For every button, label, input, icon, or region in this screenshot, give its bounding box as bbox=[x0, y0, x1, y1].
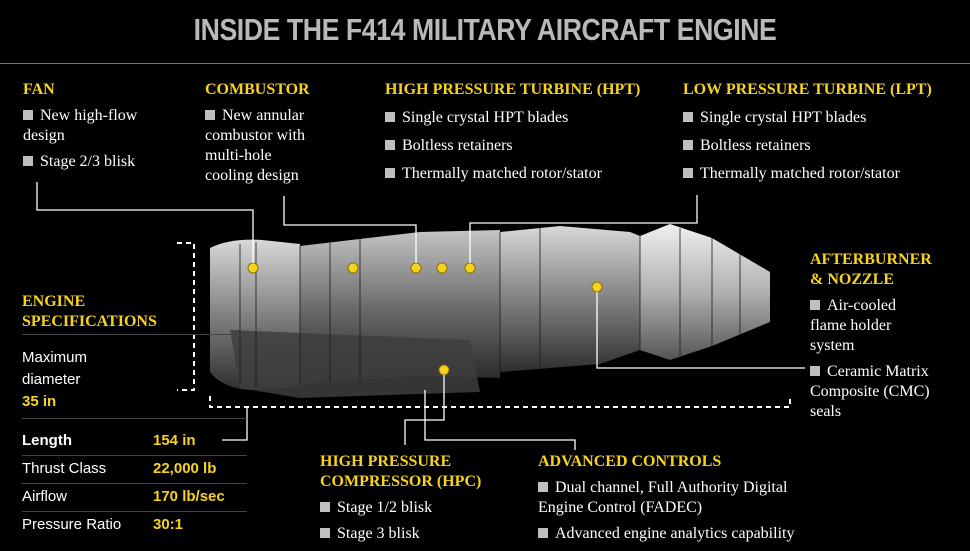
bullet-square bbox=[810, 300, 820, 310]
lpt-leader-line bbox=[469, 195, 698, 263]
bullet-square bbox=[23, 156, 33, 166]
hpt-item: Single crystal HPT blades bbox=[385, 108, 568, 128]
hpc-hotspot-dot bbox=[438, 364, 450, 376]
length-dimension-marker bbox=[209, 396, 791, 408]
afterburner-item: Air-cooled bbox=[810, 296, 896, 316]
bullet-square bbox=[320, 502, 330, 512]
bullet-square bbox=[320, 528, 330, 538]
length-leader-line bbox=[222, 407, 248, 441]
hpt-item: Boltless retainers bbox=[385, 136, 513, 156]
afterburner-heading: AFTERBURNER bbox=[810, 251, 932, 268]
fan-item: Stage 2/3 blisk bbox=[23, 152, 135, 172]
combustor-item-cont: cooling design bbox=[205, 167, 299, 184]
specs-divider bbox=[22, 334, 247, 335]
max-diameter-value: 35 in bbox=[22, 393, 57, 410]
combustor-hotspot-dot bbox=[347, 262, 359, 274]
length-label: Length bbox=[22, 432, 72, 449]
afterburner-item-cont: system bbox=[810, 337, 855, 354]
combustor-leader-line bbox=[283, 196, 417, 263]
afterburner-item: Ceramic Matrix bbox=[810, 362, 929, 382]
pressure-ratio-value: 30:1 bbox=[153, 516, 184, 533]
combustor-item: New annular bbox=[205, 106, 304, 126]
hpt-hotspot-dot-1 bbox=[410, 262, 422, 274]
specs-divider bbox=[22, 483, 247, 484]
combustor-item-cont: multi-hole bbox=[205, 147, 272, 164]
fan-item-cont: design bbox=[23, 127, 65, 144]
bullet-square bbox=[683, 112, 693, 122]
hpc-heading-cont: COMPRESSOR (HPC) bbox=[320, 473, 482, 490]
controls-item: Advanced engine analytics capability bbox=[538, 524, 794, 544]
hpc-item: Stage 1/2 blisk bbox=[320, 498, 432, 518]
lpt-hotspot-dot bbox=[464, 262, 476, 274]
bullet-square bbox=[385, 112, 395, 122]
specs-heading: ENGINE bbox=[22, 293, 86, 310]
thrust-class-value: 22,000 lb bbox=[153, 460, 217, 477]
max-diameter-label: Maximum bbox=[22, 349, 88, 366]
lpt-heading: LOW PRESSURE TURBINE (LPT) bbox=[683, 81, 932, 98]
bullet-square bbox=[538, 482, 548, 492]
accessory-gearbox-shape bbox=[230, 330, 480, 398]
fan-item: New high-flow bbox=[23, 106, 137, 126]
bullet-square bbox=[538, 528, 548, 538]
hpt-hotspot-dot-2 bbox=[436, 262, 448, 274]
hpt-item: Thermally matched rotor/stator bbox=[385, 164, 602, 184]
lpt-item: Boltless retainers bbox=[683, 136, 811, 156]
hpc-item: Stage 3 blisk bbox=[320, 524, 420, 544]
hpt-heading: HIGH PRESSURE TURBINE (HPT) bbox=[385, 81, 641, 98]
afterburner-item-cont: flame holder bbox=[810, 317, 892, 334]
afterburner-heading-cont: & NOZZLE bbox=[810, 271, 895, 288]
controls-item-cont: Engine Control (FADEC) bbox=[538, 499, 703, 516]
specs-divider bbox=[22, 418, 247, 419]
specs-heading-cont: SPECIFICATIONS bbox=[22, 313, 157, 330]
controls-leader-line bbox=[424, 390, 576, 450]
thrust-class-label: Thrust Class bbox=[22, 460, 107, 477]
bullet-square bbox=[683, 168, 693, 178]
fan-heading: FAN bbox=[23, 81, 55, 98]
length-value: 154 in bbox=[153, 432, 196, 449]
lpt-item: Thermally matched rotor/stator bbox=[683, 164, 900, 184]
bullet-square bbox=[205, 110, 215, 120]
diameter-dimension-marker bbox=[177, 242, 195, 391]
bullet-square bbox=[385, 168, 395, 178]
afterburner-item-cont: Composite (CMC) bbox=[810, 383, 930, 400]
controls-heading: ADVANCED CONTROLS bbox=[538, 453, 722, 470]
combustor-heading: COMBUSTOR bbox=[205, 81, 310, 98]
bullet-square bbox=[683, 140, 693, 150]
bullet-square bbox=[810, 366, 820, 376]
specs-divider bbox=[22, 455, 247, 456]
combustor-item-cont: combustor with bbox=[205, 127, 305, 144]
hpc-heading: HIGH PRESSURE bbox=[320, 453, 452, 470]
turbine-section-shape bbox=[500, 226, 640, 372]
lpt-item: Single crystal HPT blades bbox=[683, 108, 866, 128]
fan-hotspot-dot bbox=[247, 262, 259, 274]
bullet-square bbox=[23, 110, 33, 120]
pressure-ratio-label: Pressure Ratio bbox=[22, 516, 122, 533]
afterburner-hotspot-dot bbox=[591, 281, 603, 293]
airflow-label: Airflow bbox=[22, 488, 68, 505]
max-diameter-label-cont: diameter bbox=[22, 371, 81, 388]
afterburner-leader-line bbox=[596, 292, 805, 369]
afterburner-nozzle-shape bbox=[640, 224, 770, 360]
controls-item: Dual channel, Full Authority Digital bbox=[538, 478, 787, 498]
bullet-square bbox=[385, 140, 395, 150]
airflow-value: 170 lb/sec bbox=[153, 488, 225, 505]
fan-leader-line bbox=[36, 182, 254, 263]
page-title: INSIDE THE F414 MILITARY AIRCRAFT ENGINE bbox=[193, 12, 777, 47]
afterburner-item-cont: seals bbox=[810, 403, 842, 420]
engine-illustration bbox=[210, 224, 770, 398]
title-divider bbox=[0, 63, 970, 64]
specs-divider bbox=[22, 511, 247, 512]
